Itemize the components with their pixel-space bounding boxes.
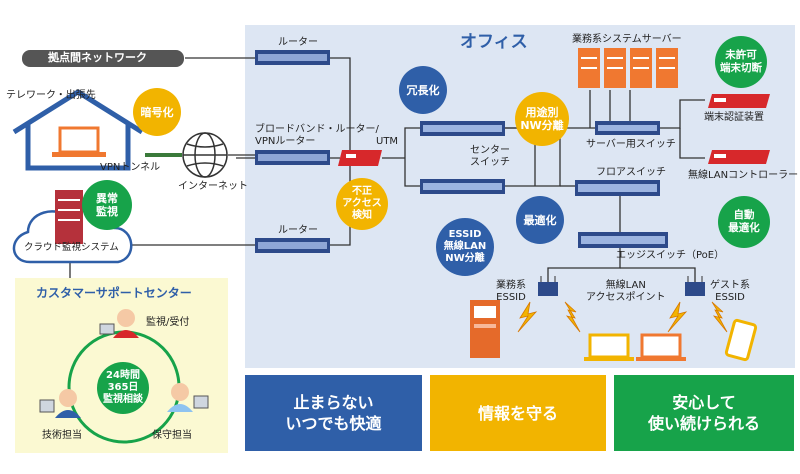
- router-mid-icon: [255, 150, 330, 165]
- ap-biz-label: 業務系 ESSID: [496, 280, 526, 303]
- monitoring-server-icon: [55, 190, 83, 244]
- banner-reliability: 安心して 使い続けられる: [614, 375, 794, 451]
- internet-label: インターネット: [178, 181, 248, 192]
- floor-switch-label: フロアスイッチ: [596, 167, 666, 178]
- center-switch-top-icon: [420, 121, 505, 136]
- bubble-network-separation: 用途別 NW分離: [515, 92, 569, 146]
- edge-switch-label: エッジスイッチ（PoE）: [616, 250, 725, 261]
- home-laptop-icon: [52, 126, 106, 157]
- cloud-system-label: クラウド監視システム: [24, 242, 119, 253]
- router-bottom-label: ルーター: [278, 225, 318, 236]
- internet-globe-icon: [182, 132, 228, 178]
- edge-switch-icon: [578, 232, 668, 248]
- monitor-reception-label: 監視/受付: [146, 317, 190, 328]
- bubble-encryption: 暗号化: [133, 88, 181, 136]
- bubble-intrusion-detection: 不正 アクセス 検知: [336, 178, 388, 230]
- wlc-device-icon: [708, 150, 770, 164]
- office-title: オフィス: [460, 32, 528, 52]
- customer-center-title: カスタマーサポートセンター: [36, 286, 192, 300]
- bubble-optimization: 最適化: [516, 196, 564, 244]
- bubble-auto-optimization: 自動 最適化: [718, 196, 770, 248]
- router-mid-label: ブロードバンド・ルーター/ VPNルーター: [255, 124, 379, 147]
- support-hours-badge: 24時間 365日 監視相談: [97, 362, 149, 414]
- router-top-icon: [255, 50, 330, 65]
- bubble-unauthorized-disconnect: 未許可 端末切断: [715, 36, 767, 88]
- telework-label: テレワーク・出張先: [6, 90, 96, 101]
- banner-security: 情報を守る: [430, 375, 606, 451]
- hub-network-label: 拠点間ネットワーク: [48, 51, 147, 64]
- banner-uptime: 止まらない いつでも快適: [245, 375, 422, 451]
- floor-switch-icon: [575, 180, 660, 196]
- vpn-tunnel-label: VPNトンネル: [100, 162, 161, 173]
- wlc-label: 無線LANコントローラー: [688, 170, 799, 181]
- ap-guest-label: ゲスト系 ESSID: [710, 280, 750, 303]
- center-switch-bottom-icon: [420, 179, 505, 194]
- bubble-redundancy: 冗長化: [399, 66, 447, 114]
- utm-label: UTM: [376, 136, 399, 147]
- bubble-anomaly-monitoring: 異常 監視: [82, 180, 132, 230]
- maintenance-staff-label: 保守担当: [152, 430, 192, 441]
- ap-biz-icon: [538, 276, 558, 296]
- auth-device-icon: [708, 94, 770, 108]
- utm-device-icon: [338, 150, 382, 166]
- auth-device-label: 端末認証装置: [704, 112, 764, 123]
- server-switch-icon: [595, 121, 660, 135]
- tech-staff-label: 技術担当: [42, 430, 82, 441]
- server-switch-label: サーバー用スイッチ: [586, 139, 676, 150]
- router-top-label: ルーター: [278, 37, 318, 48]
- printer-icon: [470, 300, 500, 358]
- office-area: [245, 25, 795, 368]
- ap-center-label: 無線LAN アクセスポイント: [586, 280, 666, 303]
- guest-laptop-icon: [636, 333, 686, 361]
- bubble-essid-separation: ESSID 無線LAN NW分離: [436, 218, 494, 276]
- hub-network-pill: [22, 50, 184, 67]
- smartphone-icon: [724, 318, 758, 362]
- servers-label: 業務系システムサーバー: [572, 34, 682, 45]
- router-bottom-icon: [255, 238, 330, 253]
- office-laptop-icon: [584, 333, 634, 361]
- operator-icons: [39, 309, 209, 418]
- house-icon: [12, 89, 144, 171]
- wireless-signal-icons: [517, 301, 728, 333]
- ap-guest-icon: [685, 276, 705, 296]
- center-switch-label: センター スイッチ: [470, 145, 510, 168]
